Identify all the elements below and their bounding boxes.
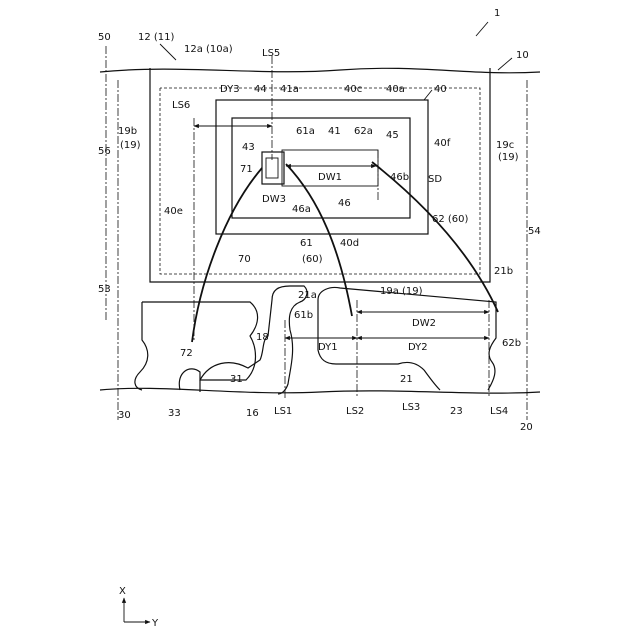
label-21a: 21a [298,290,317,301]
label-DY3: DY3 [220,84,240,95]
label-12a: 12a (10a) [184,44,233,55]
label-46: 46 [338,198,351,209]
label-LS5: LS5 [262,48,280,59]
label-61a: 61a [296,126,315,137]
label-DW1: DW1 [318,172,342,183]
label-45: 45 [386,130,399,141]
label-19b: 19b [118,126,137,137]
label-23: 23 [450,406,463,417]
label-40c: 40c [344,84,362,95]
wire-70 [192,168,262,342]
label-72: 72 [180,348,193,359]
label-30: 30 [118,410,131,421]
chip-surface-40a [232,118,410,218]
label-46b: 46b [390,172,409,183]
label-54: 54 [528,226,541,237]
label-44: 44 [254,84,267,95]
label-LS1: LS1 [274,406,292,417]
label-21: 21 [400,374,413,385]
label-46a: 46a [292,204,311,215]
leader-40 [424,90,432,100]
label-31: 31 [230,374,243,385]
label-16: 16 [246,408,259,419]
label-DY2: DY2 [408,342,428,353]
label-40: 40 [434,84,447,95]
label-1: 1 [494,8,500,19]
label-18: 18 [256,332,269,343]
label-LS6: LS6 [172,100,190,111]
label-19c: 19c [496,140,514,151]
label-DY1: DY1 [318,342,338,353]
label-SD: SD [428,174,442,185]
frame-bottom-edge [100,388,540,393]
leader-1 [476,22,488,36]
label-41a: 41a [280,84,299,95]
label-43: 43 [242,142,255,153]
label-40d: 40d [340,238,359,249]
frame-top-edge [100,68,540,73]
leader-10 [498,58,512,70]
label-62: 62 (60) [432,214,469,225]
label-12: 12 (11) [138,32,175,43]
label-61: 61 [300,238,313,249]
label-61b: 61b [294,310,313,321]
label-41: 41 [328,126,341,137]
label-20: 20 [520,422,533,433]
label-21b: 21b [494,266,513,277]
label-33: 33 [168,408,181,419]
label-10: 10 [516,50,529,61]
label-60: (60) [302,254,323,265]
axis-x-label: X [119,586,126,597]
label-56: 56 [98,146,111,157]
pad-71-inner [266,158,278,178]
leader-12 [160,44,176,60]
label-50: 50 [98,32,111,43]
label-62a: 62a [354,126,373,137]
pad-43 [262,152,284,184]
label-19c2: (19) [498,152,519,163]
label-19a: 19a (19) [380,286,423,297]
label-40e: 40e [164,206,183,217]
label-71: 71 [240,164,253,175]
label-40a: 40a [386,84,405,95]
label-40f: 40f [434,138,451,149]
label-62b: 62b [502,338,521,349]
axis-y-label: Y [151,618,159,629]
label-LS2: LS2 [346,406,364,417]
label-19b2: (19) [120,140,141,151]
label-LS4: LS4 [490,406,508,417]
label-LS3: LS3 [402,402,420,413]
label-53: 53 [98,284,111,295]
label-70: 70 [238,254,251,265]
label-DW3: DW3 [262,194,286,205]
label-DW2: DW2 [412,318,436,329]
